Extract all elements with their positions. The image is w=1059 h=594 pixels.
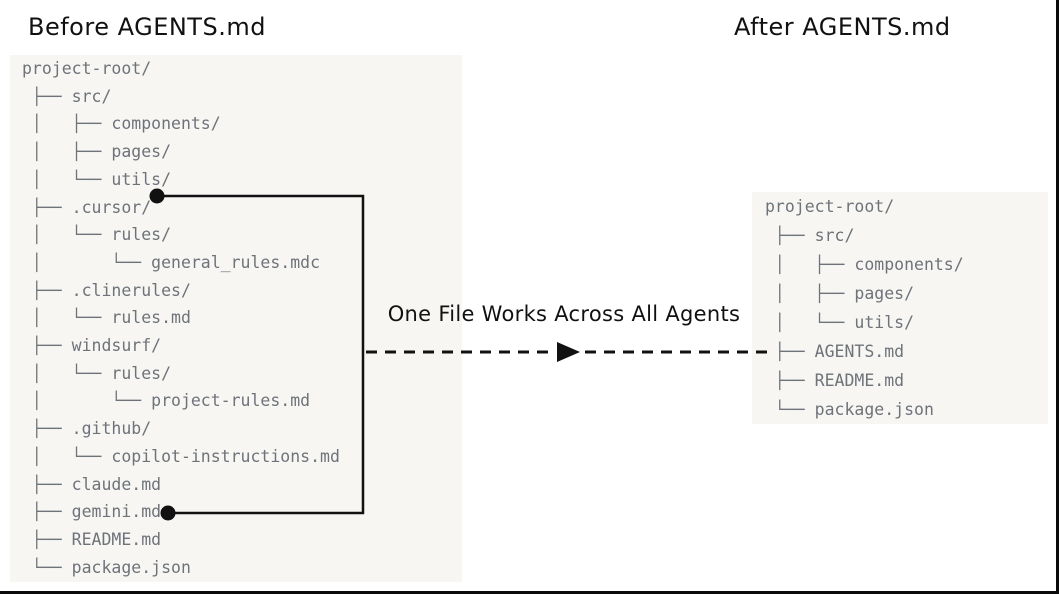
arrowhead-icon [557,342,580,362]
arrow-label: One File Works Across All Agents [387,302,741,326]
after-tree-panel: project-root/ ├── src/ │ ├── components/… [752,192,1048,424]
after-title: After AGENTS.md [734,13,951,41]
before-title: Before AGENTS.md [28,13,266,41]
after-file-tree: project-root/ ├── src/ │ ├── components/… [765,197,964,419]
